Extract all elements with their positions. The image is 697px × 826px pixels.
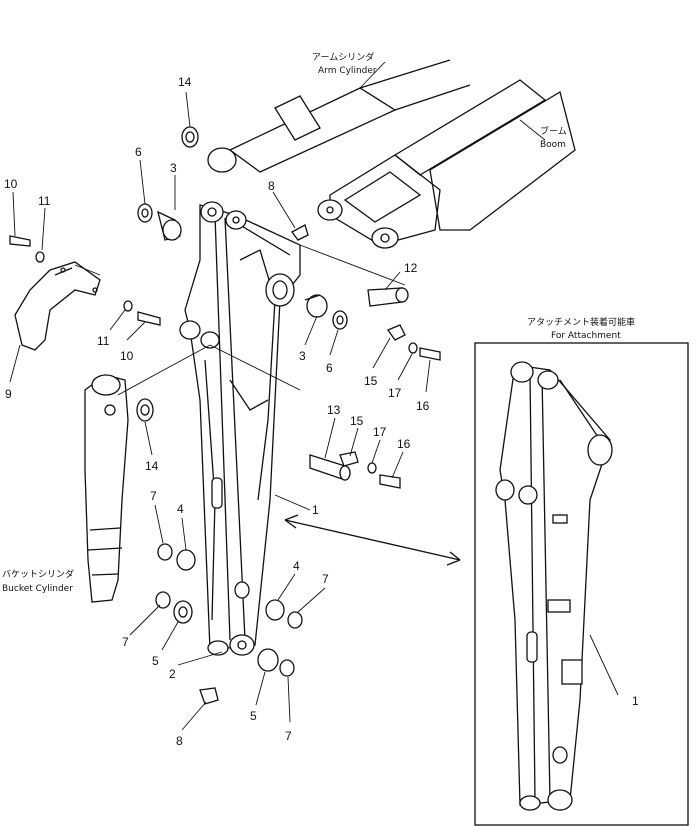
callout-17: 17 bbox=[388, 386, 402, 400]
callout-1: 1 bbox=[632, 694, 639, 708]
callout-numbers: 14 6 3 8 10 11 12 11 10 3 6 15 17 16 9 1… bbox=[4, 75, 639, 748]
callout-7: 7 bbox=[322, 572, 329, 586]
callout-10: 10 bbox=[120, 349, 134, 363]
callout-6: 6 bbox=[326, 361, 333, 375]
callout-16: 16 bbox=[397, 437, 411, 451]
bucket-cylinder bbox=[84, 374, 129, 603]
callout-9: 9 bbox=[5, 387, 12, 401]
callout-7: 7 bbox=[122, 635, 129, 649]
callout-2: 2 bbox=[169, 667, 176, 681]
callout-8: 8 bbox=[268, 179, 275, 193]
callout-14: 14 bbox=[178, 75, 192, 89]
callout-11: 11 bbox=[38, 194, 51, 208]
callout-15: 15 bbox=[364, 374, 378, 388]
bucket-cylinder-label-en: Bucket Cylinder bbox=[2, 584, 73, 594]
callout-14: 14 bbox=[145, 459, 159, 473]
callout-6: 6 bbox=[135, 145, 142, 159]
callout-5: 5 bbox=[152, 654, 159, 668]
attachment-inset bbox=[474, 342, 689, 826]
boom-label-en: Boom bbox=[540, 140, 566, 150]
callout-12: 12 bbox=[404, 261, 418, 275]
callout-8: 8 bbox=[176, 734, 183, 748]
callout-17: 17 bbox=[373, 425, 387, 439]
callout-11: 11 bbox=[97, 334, 110, 348]
attachment-label-jp: アタッチメント装着可能車 bbox=[527, 316, 635, 328]
attachment-label-en: For Attachment bbox=[551, 331, 621, 341]
callout-10: 10 bbox=[4, 177, 18, 191]
callout-7: 7 bbox=[150, 489, 157, 503]
boom-label-jp: ブーム bbox=[540, 125, 567, 137]
leader-lines bbox=[9, 61, 619, 731]
callout-15: 15 bbox=[350, 414, 364, 428]
callout-5: 5 bbox=[250, 709, 257, 723]
boom bbox=[317, 79, 576, 249]
bucket-cylinder-label-jp: バケットシリンダ bbox=[2, 568, 74, 580]
captions: アームシリンダ Arm Cylinder ブーム Boom バケットシリンダ B… bbox=[2, 51, 635, 594]
callout-16: 16 bbox=[416, 399, 430, 413]
arm-cylinder bbox=[207, 59, 471, 173]
arm-cylinder-label-jp: アームシリンダ bbox=[312, 51, 374, 63]
callout-4: 4 bbox=[293, 559, 300, 573]
callout-7: 7 bbox=[285, 729, 292, 743]
callout-3: 3 bbox=[170, 161, 177, 175]
callout-1: 1 bbox=[312, 503, 319, 517]
small-parts bbox=[9, 126, 441, 705]
callout-3: 3 bbox=[299, 349, 306, 363]
arm-body bbox=[179, 201, 301, 656]
callout-4: 4 bbox=[177, 502, 184, 516]
callout-13: 13 bbox=[327, 403, 341, 417]
arm-cylinder-label-en: Arm Cylinder bbox=[318, 66, 377, 76]
